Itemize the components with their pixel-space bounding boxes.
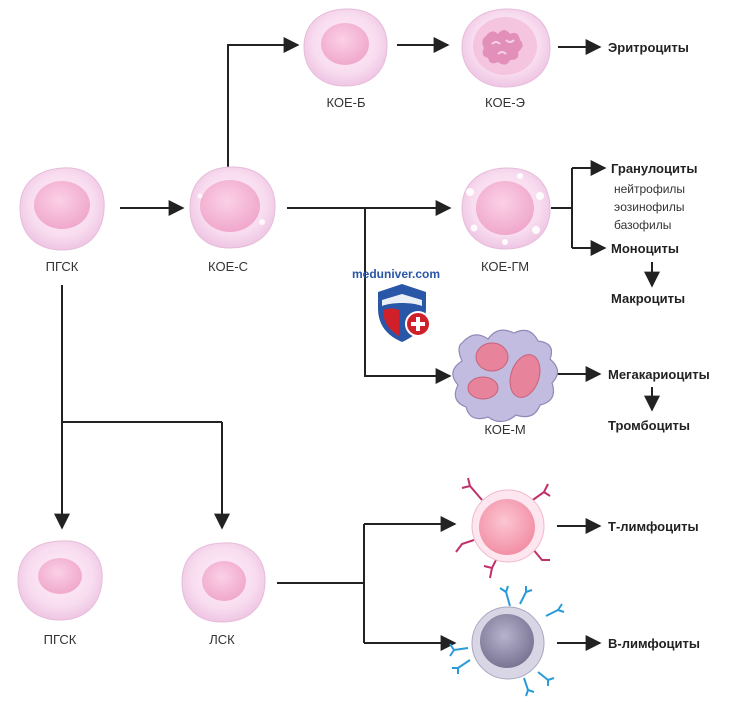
label-t-lymphocytes: Т-лимфоциты bbox=[608, 519, 699, 534]
label-koe-gm: КОЕ-ГМ bbox=[481, 259, 529, 274]
cell-koe-b bbox=[303, 8, 388, 87]
arrow-koe-s-to-koe-m bbox=[364, 208, 452, 384]
label-koe-e: КОЕ-Э bbox=[485, 95, 525, 110]
label-koe-b: КОЕ-Б bbox=[326, 95, 365, 110]
label-basophils: базофилы bbox=[614, 218, 671, 232]
label-lsk: ЛСК bbox=[209, 632, 235, 647]
label-koe-m: КОЕ-М bbox=[484, 422, 525, 437]
cell-lsk bbox=[181, 542, 266, 623]
b-receptors bbox=[449, 585, 565, 697]
cell-koe-e bbox=[461, 8, 551, 88]
label-pgsk-bottom: ПГСК bbox=[44, 632, 77, 647]
label-megakaryocytes: Мегакариоциты bbox=[608, 367, 710, 382]
watermark: meduniver.com bbox=[352, 267, 440, 342]
label-macrocytes: Макроциты bbox=[611, 291, 685, 306]
label-neutrophils: нейтрофилы bbox=[614, 182, 685, 196]
label-koe-s: КОЕ-С bbox=[208, 259, 248, 274]
cell-b-lymphocyte bbox=[449, 585, 565, 697]
label-b-lymphocytes: В-лимфоциты bbox=[608, 636, 700, 651]
label-monocytes: Моноциты bbox=[611, 241, 679, 256]
label-pgsk-top: ПГСК bbox=[46, 259, 79, 274]
watermark-text: meduniver.com bbox=[352, 267, 440, 281]
arrow-koe-s-to-koe-b bbox=[227, 37, 300, 167]
cell-pgsk-bottom bbox=[17, 540, 103, 621]
cell-pgsk-top bbox=[19, 167, 105, 251]
label-eosinophils: эозинофилы bbox=[614, 200, 685, 214]
connector-lines bbox=[54, 37, 660, 651]
cell-koe-m bbox=[452, 329, 559, 423]
cell-t-lymphocyte bbox=[455, 477, 551, 579]
t-receptors bbox=[455, 477, 551, 579]
shield-cross-icon bbox=[378, 284, 431, 342]
label-erythrocytes: Эритроциты bbox=[608, 40, 689, 55]
label-thrombocytes: Тромбоциты bbox=[608, 418, 690, 433]
cell-koe-gm bbox=[461, 167, 551, 250]
label-granulocytes: Гранулоциты bbox=[611, 161, 697, 176]
cell-koe-s bbox=[189, 166, 276, 249]
